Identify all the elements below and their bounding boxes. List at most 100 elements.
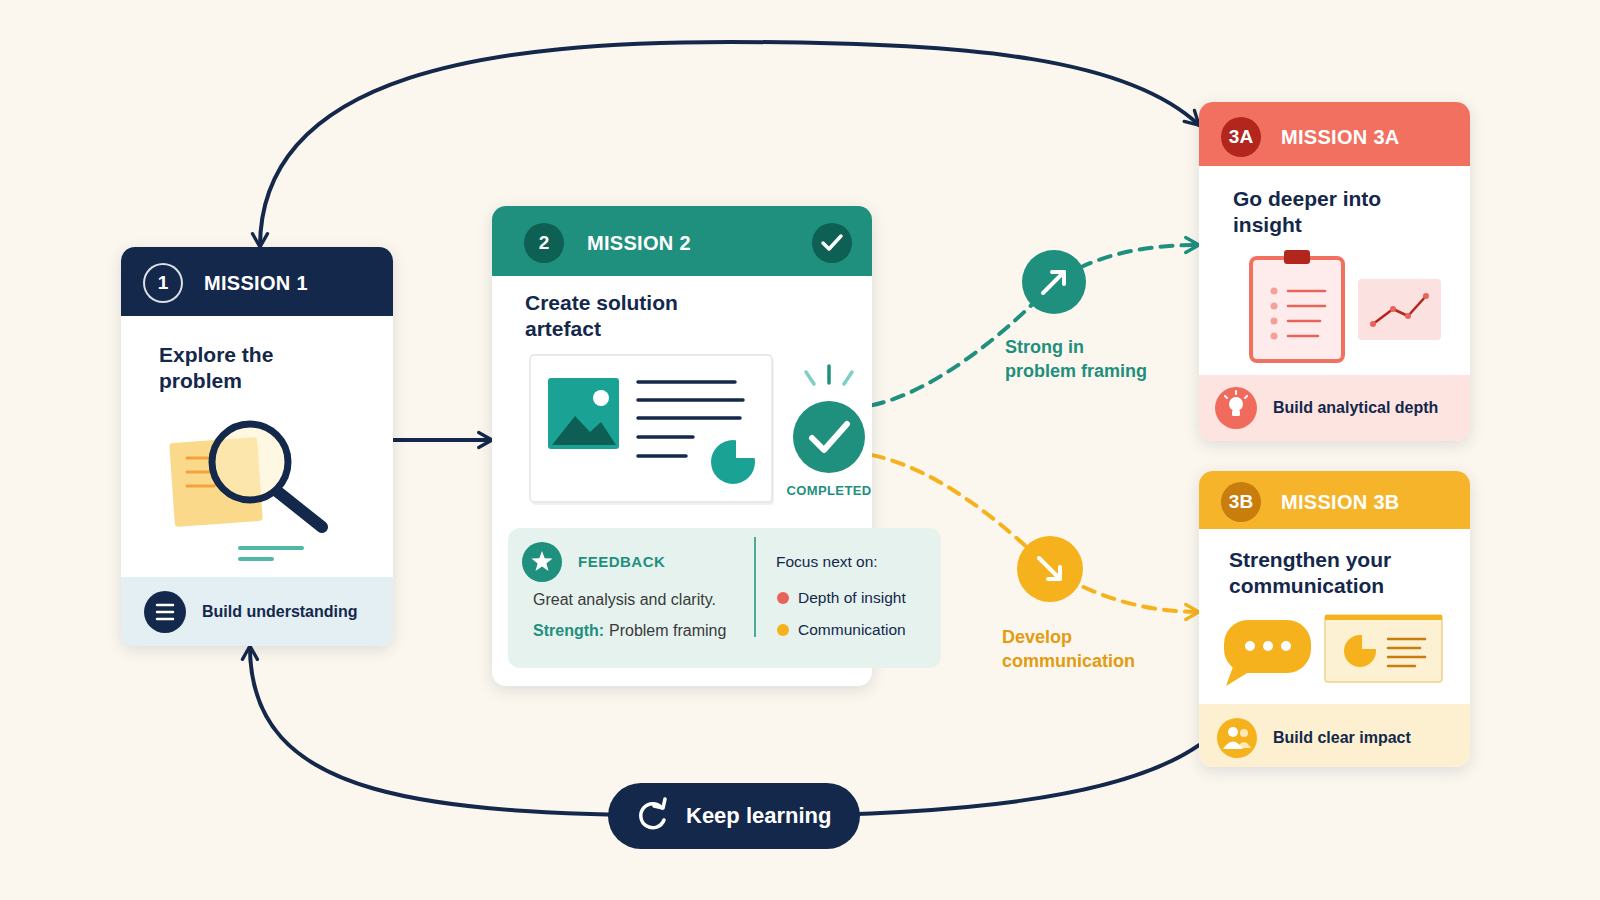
mission-title: MISSION 3A [1281,124,1400,150]
magnifier-illustration [240,546,302,550]
bulb-icon [1229,397,1243,411]
clipboard-illustration [1288,320,1320,323]
line-chart-illustration [1358,279,1441,340]
bulb-icon [1245,396,1247,398]
magnifier-illustration [240,557,272,561]
focus-bullets [777,592,789,636]
magnifier-illustration [187,485,214,488]
report-card-illustration [1325,615,1442,682]
badge-number: 3A [1221,117,1261,157]
clipboard-illustration [1251,250,1343,361]
mission-card: 3BMISSION 3BStrengthen your communicatio… [1199,471,1470,767]
speech-bubble-illustration [1263,641,1273,651]
mission-heading: Create solution artefact [525,290,715,342]
loop-pill [608,783,860,849]
menu-icon [157,611,173,614]
branch-down-icon [1017,536,1083,602]
clipboard-illustration [1271,303,1278,310]
speech-bubble-illustration [1226,664,1252,686]
speech-bubble-illustration [1224,620,1311,673]
artefact-illustration [638,454,686,458]
feedback-text: Great analysis and clarity. [533,590,716,610]
menu-icon [157,618,173,621]
artefact-illustration [530,355,774,505]
report-card-illustration [1344,635,1376,667]
clipboard-illustration [1251,258,1343,361]
mission-heading: Go deeper into insight [1233,186,1403,238]
feedback-star-icon [522,542,562,582]
bulb-icon [1225,396,1227,398]
clipboard-illustration [1288,290,1325,293]
header-check-icon [812,223,852,263]
line-chart-illustration [1370,321,1376,327]
mission-title: MISSION 2 [587,230,691,256]
completed-check [812,424,847,450]
line-chart-illustration [1390,306,1396,312]
branch-up-icon [1043,272,1064,293]
focus-bullets [777,624,789,636]
header-check-icon [823,236,841,249]
report-card-illustration [1325,615,1442,620]
magnifier-illustration [212,424,288,500]
report-card-illustration [1325,615,1442,682]
header-check-icon [812,223,852,263]
report-card-illustration [1388,665,1415,668]
people-icon [1228,727,1238,737]
artefact-illustration [530,355,772,502]
magnifier-illustration [169,424,322,559]
completed-check [827,366,831,383]
mission-card: 1MISSION 1Explore the problemBuild under… [121,247,393,646]
branch-up-icon [1022,250,1086,314]
loop-pill [608,783,860,849]
badge-number: 1 [143,263,183,303]
focus-item: Depth of insight [798,588,906,608]
mission-title: MISSION 1 [204,270,308,296]
footer-label: Build clear impact [1273,727,1411,749]
clipboard-illustration [1271,318,1278,325]
bulb-icon [1235,391,1237,394]
line-chart-illustration [1423,293,1429,299]
line-chart-illustration [1373,296,1426,324]
focus-heading: Focus next on: [776,552,878,572]
speech-bubble-illustration [1245,641,1255,651]
artefact-illustration [638,380,735,384]
artefact-illustration [532,358,774,505]
footer-label: Build understanding [202,601,358,623]
people-icon [1217,718,1257,758]
report-card-illustration [1388,647,1420,650]
branch-up-icon [1022,250,1086,314]
artefact-illustration [638,416,740,420]
people-icon [1223,742,1243,750]
focus-item: Communication [798,620,906,640]
artefact-illustration [548,378,619,449]
badge-number: 2 [524,223,564,263]
artefact-illustration [552,416,616,445]
speech-bubble-illustration [1281,641,1291,651]
footer-label: Build analytical depth [1273,397,1438,419]
mission-title: MISSION 3B [1281,489,1400,515]
magnifier-illustration [278,492,322,527]
feedback-star-icon [532,551,553,571]
completed-check [793,366,865,473]
flow-connector [872,245,1199,405]
branch-down-icon [1039,558,1060,579]
status-label: COMPLETED [784,483,874,499]
feedback-heading: FEEDBACK [578,552,665,572]
bulb-icon [1215,387,1257,429]
report-card-illustration [1362,633,1378,649]
artefact-illustration [736,434,760,458]
artefact-illustration [711,440,755,484]
mission-card: 2 MISSION 2 Create solution artefactCOMPLE… [492,206,872,686]
bulb-icon [1232,410,1240,416]
line-chart-illustration [1405,313,1411,319]
clipboard-illustration [1288,305,1325,308]
branch-label: Develop communication [1002,625,1147,673]
branch-up-icon [1052,272,1064,284]
mission-heading: Strengthen your communication [1229,547,1419,599]
people-icon [1237,742,1251,748]
magnifier-illustration [187,471,214,474]
clipboard-illustration [1271,288,1278,295]
clipboard-illustration [1271,333,1278,340]
